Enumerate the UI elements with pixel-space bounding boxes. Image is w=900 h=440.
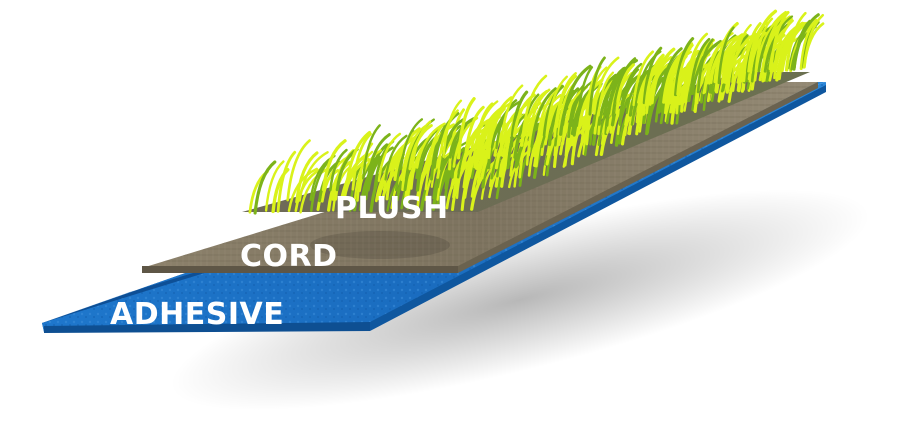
plush-fiber [619, 62, 643, 114]
plush-fiber [432, 111, 460, 169]
plush-fiber [785, 11, 807, 72]
plush-fiber [442, 99, 463, 158]
plush-fiber [696, 38, 714, 94]
drop-shadow [170, 189, 870, 411]
plush-fiber [689, 37, 711, 96]
plush-fiber [321, 139, 347, 192]
plush-fiber [763, 23, 789, 73]
plush-fiber [366, 146, 394, 192]
plush-fiber [567, 85, 585, 139]
plush-fiber [362, 124, 381, 180]
plush-fiber [717, 26, 735, 85]
plush-fiber [588, 56, 606, 116]
plush-fiber [450, 124, 468, 179]
plush-fiber [530, 87, 557, 149]
plush-fiber [642, 46, 663, 105]
plush-fiber [298, 151, 329, 202]
plush-fiber [487, 107, 506, 160]
plush-label: PLUSH [335, 191, 449, 226]
plush-fiber [611, 57, 637, 117]
plush-fiber [748, 9, 778, 73]
plush-fiber [456, 97, 476, 160]
plush-fiber [276, 150, 297, 213]
plush-fiber [499, 84, 524, 147]
plush-fiber [554, 74, 577, 129]
cord-front-edge [142, 266, 458, 273]
plush-fiber [561, 64, 592, 126]
plush-fiber [674, 37, 695, 97]
plush-fiber [570, 80, 593, 127]
plush-fiber [479, 105, 506, 148]
plush-fiber [576, 66, 594, 127]
plush-fiber [253, 160, 277, 215]
adhesive-side-edge [370, 85, 826, 331]
plush-fiber [799, 18, 818, 71]
plush-fiber [286, 139, 311, 202]
plush-fiber [424, 123, 456, 171]
plush-fiber [366, 133, 391, 182]
plush-fiber [793, 19, 811, 69]
plush-fiber [448, 117, 476, 159]
plush-fiber [264, 160, 285, 212]
cord-shade [310, 231, 450, 259]
plush-fiber [658, 47, 683, 106]
plush-fiber [592, 56, 620, 115]
plush-fiber [607, 59, 639, 115]
plush-fiber [769, 10, 790, 73]
plush-fiber [683, 32, 709, 94]
plush-fiber [344, 130, 372, 192]
plush-fiber [358, 149, 382, 193]
plush-fiber [509, 90, 529, 148]
plush-fiber [393, 127, 421, 182]
plush-fiber [351, 132, 372, 191]
cord-label: CORD [240, 239, 338, 274]
plush-fiber [490, 100, 521, 149]
plush-fiber [448, 108, 466, 171]
plush-fiber [644, 53, 665, 107]
plush-fiber [437, 109, 459, 171]
plush-fiber [742, 22, 762, 83]
plush-fiber [676, 43, 694, 96]
plush-fiber [545, 75, 568, 138]
plush-fiber [632, 50, 655, 107]
plush-fiber [495, 99, 518, 150]
plush-fiber [436, 141, 467, 189]
plush-fiber [650, 47, 676, 105]
plush-fibers [248, 9, 825, 215]
adhesive-label: ADHESIVE [110, 297, 284, 332]
plush-fiber [731, 23, 752, 84]
plush-fiber [377, 132, 402, 182]
plush-fiber [415, 122, 446, 169]
plush-fiber [803, 13, 825, 69]
plush-fiber [295, 151, 319, 204]
plush-fiber [411, 120, 432, 170]
plush-fiber [603, 67, 625, 117]
plush-fiber [329, 148, 348, 192]
plush-fiber [475, 102, 494, 150]
cord-side-edge [458, 82, 818, 273]
plush-layer [242, 9, 825, 215]
adhesive-front-edge [44, 322, 370, 333]
plush-fiber [521, 74, 548, 137]
plush-fiber [388, 135, 417, 182]
plush-fiber [618, 79, 637, 125]
plush-fiber [720, 38, 742, 85]
plush-fiber [484, 102, 512, 150]
plush-fiber [400, 124, 427, 182]
plush-fiber [528, 88, 551, 137]
plush-fiber [762, 13, 786, 73]
plush-fiber [597, 71, 615, 117]
plush-fiber [356, 142, 374, 202]
plush-fiber [299, 167, 329, 214]
plush-fiber [384, 134, 408, 181]
plush-fiber [399, 118, 424, 171]
plush-fiber [615, 63, 635, 115]
plush-fiber [464, 105, 485, 159]
plush-fiber [415, 136, 437, 192]
plush-fiber [754, 17, 774, 72]
plush-fiber [364, 143, 389, 201]
